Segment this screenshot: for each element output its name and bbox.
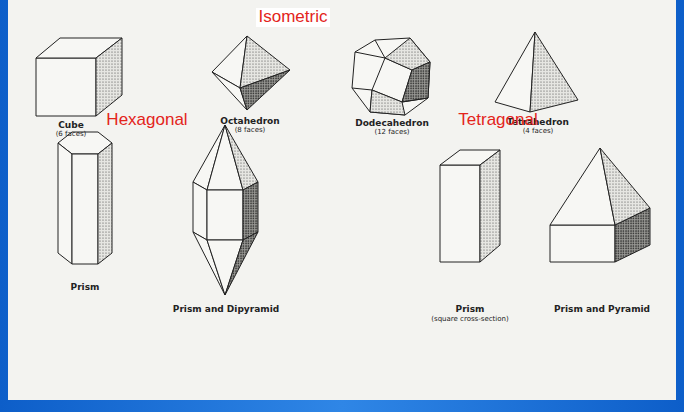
- face-count: (4 faces): [523, 128, 554, 136]
- tetrahedron-figure: [495, 32, 578, 112]
- form-name: Prism and Dipyramid: [173, 305, 279, 315]
- form-name: Octahedron: [220, 117, 279, 127]
- cube-figure: [36, 38, 122, 116]
- face-count: (12 faces): [374, 129, 409, 137]
- form-name: Prism: [71, 283, 100, 293]
- dodecahedron-figure: [352, 38, 430, 115]
- dipyramid-figure: [193, 125, 258, 295]
- group-heading: Tetragonal: [455, 111, 540, 130]
- cross-section-note: (square cross-section): [431, 316, 508, 324]
- prism-pyramid-figure: [550, 148, 650, 262]
- tetragonal-prism-figure: [440, 150, 500, 262]
- hexagonal-prism-figure: [58, 132, 112, 264]
- form-name: Prism and Pyramid: [554, 305, 650, 315]
- form-name: Prism: [456, 305, 485, 315]
- face-count: (8 faces): [235, 127, 266, 135]
- group-heading: Isometric: [256, 8, 331, 27]
- octahedron-figure: [212, 36, 290, 110]
- form-name: Cube: [58, 121, 84, 131]
- face-count: (6 faces): [56, 131, 87, 139]
- group-heading: Hexagonal: [103, 111, 190, 130]
- form-name: Dodecahedron: [355, 119, 429, 129]
